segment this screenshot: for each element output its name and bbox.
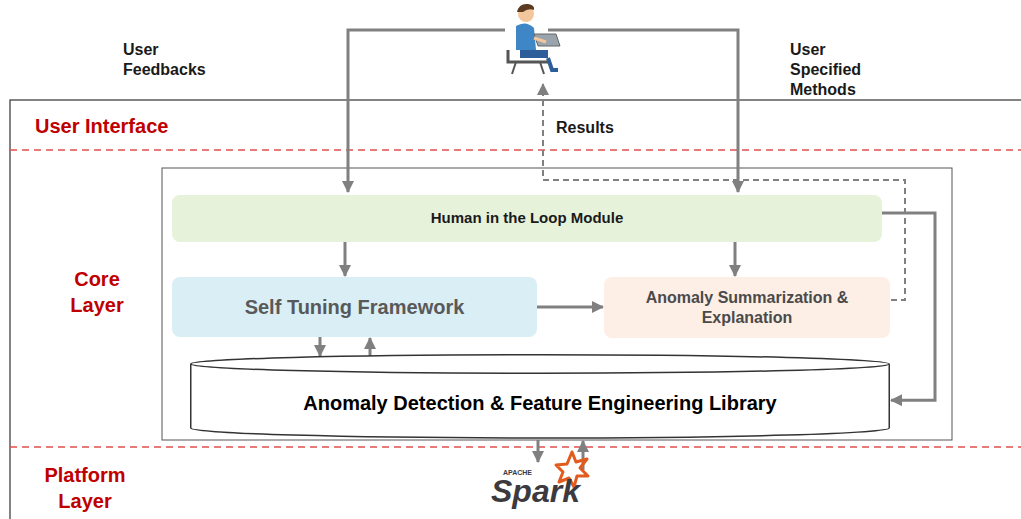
connector-arrow xyxy=(344,242,347,276)
layer-label: User Interface xyxy=(35,114,168,138)
layer-label: Platform Layer xyxy=(30,462,140,514)
arrow-label: Results xyxy=(556,118,614,138)
cylinder-outline xyxy=(190,354,890,438)
arrow-label: User Specified Methods xyxy=(790,40,880,100)
process-box: Anomaly Summarization & Explanation xyxy=(604,277,890,338)
outer-frame xyxy=(10,100,1021,519)
layer-divider xyxy=(10,446,1021,448)
connector-arrow xyxy=(319,337,322,356)
node-text: Self Tuning Framework xyxy=(245,295,465,320)
layer-label: Core Layer xyxy=(52,266,142,318)
spark-star xyxy=(556,452,588,487)
platform-arrow xyxy=(537,440,540,462)
cylinder-top xyxy=(191,355,890,374)
connector-arrow xyxy=(537,306,603,309)
connector-arrow xyxy=(734,242,737,276)
connector-arrow xyxy=(882,213,935,400)
cylinder-body xyxy=(191,364,890,438)
module-box: Human in the Loop Module xyxy=(172,195,882,242)
logo-text: APACHE xyxy=(503,469,532,477)
layer-divider xyxy=(10,149,1021,151)
results-arrow xyxy=(543,84,905,300)
core-frame xyxy=(162,168,952,440)
library-cylinder: Anomaly Detection & Feature Engineering … xyxy=(190,354,890,438)
node-text: Human in the Loop Module xyxy=(431,209,623,228)
connector-arrow xyxy=(369,338,372,356)
feedback-arrow xyxy=(348,30,505,192)
user-icon xyxy=(508,4,560,74)
logo-text: Spark xyxy=(491,474,580,508)
process-box: Self Tuning Framework xyxy=(172,277,537,337)
arrow-label: User Feedbacks xyxy=(123,40,218,80)
node-text: Anomaly Summarization & Explanation xyxy=(645,288,850,328)
node-text: Anomaly Detection & Feature Engineering … xyxy=(303,391,776,416)
methods-arrow xyxy=(548,30,738,192)
